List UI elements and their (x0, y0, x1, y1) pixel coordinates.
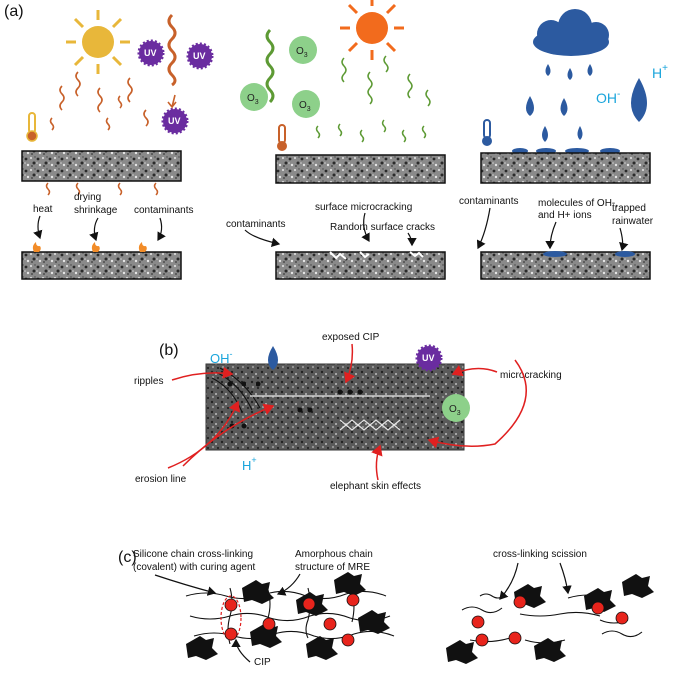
surface-crack-marks (329, 251, 424, 260)
uv-badge-icon: UV (186, 42, 214, 70)
svg-text:H+: H+ (242, 455, 257, 473)
leader-lines (476, 207, 629, 252)
uv-badge-icon: UV (161, 107, 189, 135)
polymer-chain-lines (461, 593, 643, 644)
thermometer-icon (277, 124, 287, 151)
sample-slab-bottom (275, 251, 446, 280)
svg-text:UV: UV (422, 353, 435, 363)
panel-a: (a) UV UV UV (4, 0, 668, 280)
leader-lines (244, 212, 417, 248)
annotation-arrows (167, 343, 527, 481)
svg-text:trapped: trapped (612, 203, 646, 214)
svg-text:elephant skin effects: elephant skin effects (330, 481, 421, 492)
svg-text:structure of MRE: structure of MRE (295, 562, 370, 573)
svg-text:UV: UV (168, 116, 181, 126)
svg-text:H+: H+ (652, 63, 668, 81)
panel-b-label: (b) (159, 342, 179, 359)
svg-text:ripples: ripples (134, 376, 163, 387)
svg-text:Amorphous chain: Amorphous chain (295, 549, 373, 560)
sun-icon (64, 8, 132, 76)
leader-lines (33, 215, 166, 242)
ozone-bubble-icon: O3 (289, 36, 317, 64)
sample-slab-top (275, 154, 446, 184)
leader-lines (154, 573, 301, 663)
svg-text:cross-linking scission: cross-linking scission (493, 549, 587, 560)
panel-b: (b) OH- H+ (134, 332, 562, 492)
svg-text:OH-: OH- (210, 349, 233, 366)
svg-text:O3: O3 (299, 100, 311, 113)
degraded-surface-photo (205, 363, 465, 451)
svg-text:drying: drying (74, 192, 101, 203)
heat-wave-icon (45, 182, 159, 196)
panel-c: (c) Silicone chain cross-linking (covale… (118, 549, 654, 668)
heat-wave-icon (49, 13, 177, 131)
water-drop-icon (268, 346, 278, 370)
svg-text:OH-: OH- (596, 89, 620, 106)
thermometer-icon (482, 119, 492, 146)
trapped-water-icon (543, 251, 635, 257)
svg-text:Random surface cracks: Random surface cracks (330, 222, 435, 233)
svg-text:molecules of OH-,: molecules of OH-, (538, 198, 618, 209)
green-wave-icon (265, 28, 431, 143)
thermometer-icon (26, 112, 38, 142)
ozone-bubble-icon: O3 (240, 83, 268, 111)
svg-text:erosion line: erosion line (135, 474, 187, 485)
sun-icon (338, 0, 406, 62)
svg-text:heat: heat (33, 204, 53, 215)
leader-lines (499, 562, 572, 600)
svg-text:contaminants: contaminants (459, 196, 518, 207)
svg-text:surface microcracking: surface microcracking (315, 202, 412, 213)
svg-text:O3: O3 (247, 93, 259, 106)
crosslink-node (224, 593, 360, 647)
uv-badge-icon: UV (137, 39, 165, 67)
svg-text:rainwater: rainwater (612, 216, 654, 227)
svg-text:O3: O3 (296, 46, 308, 59)
svg-text:(covalent) with curing agent: (covalent) with curing agent (133, 562, 256, 573)
svg-text:shrinkage: shrinkage (74, 205, 118, 216)
svg-text:CIP: CIP (254, 657, 271, 668)
svg-text:UV: UV (193, 51, 206, 61)
panel-a-label: (a) (4, 3, 24, 20)
sample-slab-bottom (21, 251, 182, 280)
cip-particle-icon (227, 381, 363, 429)
svg-text:microcracking: microcracking (500, 370, 562, 381)
svg-text:and H+ ions: and H+ ions (538, 210, 592, 221)
svg-text:Silicone chain cross-linking: Silicone chain cross-linking (133, 549, 253, 560)
svg-text:contaminants: contaminants (226, 219, 285, 230)
cip-particle-icon (186, 572, 390, 660)
sample-slab-top (21, 150, 182, 182)
elephant-skin-texture (250, 395, 430, 431)
svg-text:UV: UV (144, 48, 157, 58)
panel-c-label: (c) (118, 549, 137, 566)
rain-cloud-icon (533, 9, 609, 56)
cip-particle-icon (446, 574, 654, 664)
svg-text:contaminants: contaminants (134, 205, 193, 216)
sample-slab-top (480, 152, 651, 184)
svg-text:exposed CIP: exposed CIP (322, 332, 380, 343)
raindrop-icon (526, 64, 647, 142)
ozone-bubble-icon: O3 (292, 90, 320, 118)
flame-icon (32, 242, 147, 252)
svg-text:O3: O3 (449, 404, 461, 417)
crosslink-node (471, 595, 629, 647)
ozone-bubble-icon: O3 (442, 394, 470, 422)
uv-badge-icon: UV (415, 344, 443, 372)
